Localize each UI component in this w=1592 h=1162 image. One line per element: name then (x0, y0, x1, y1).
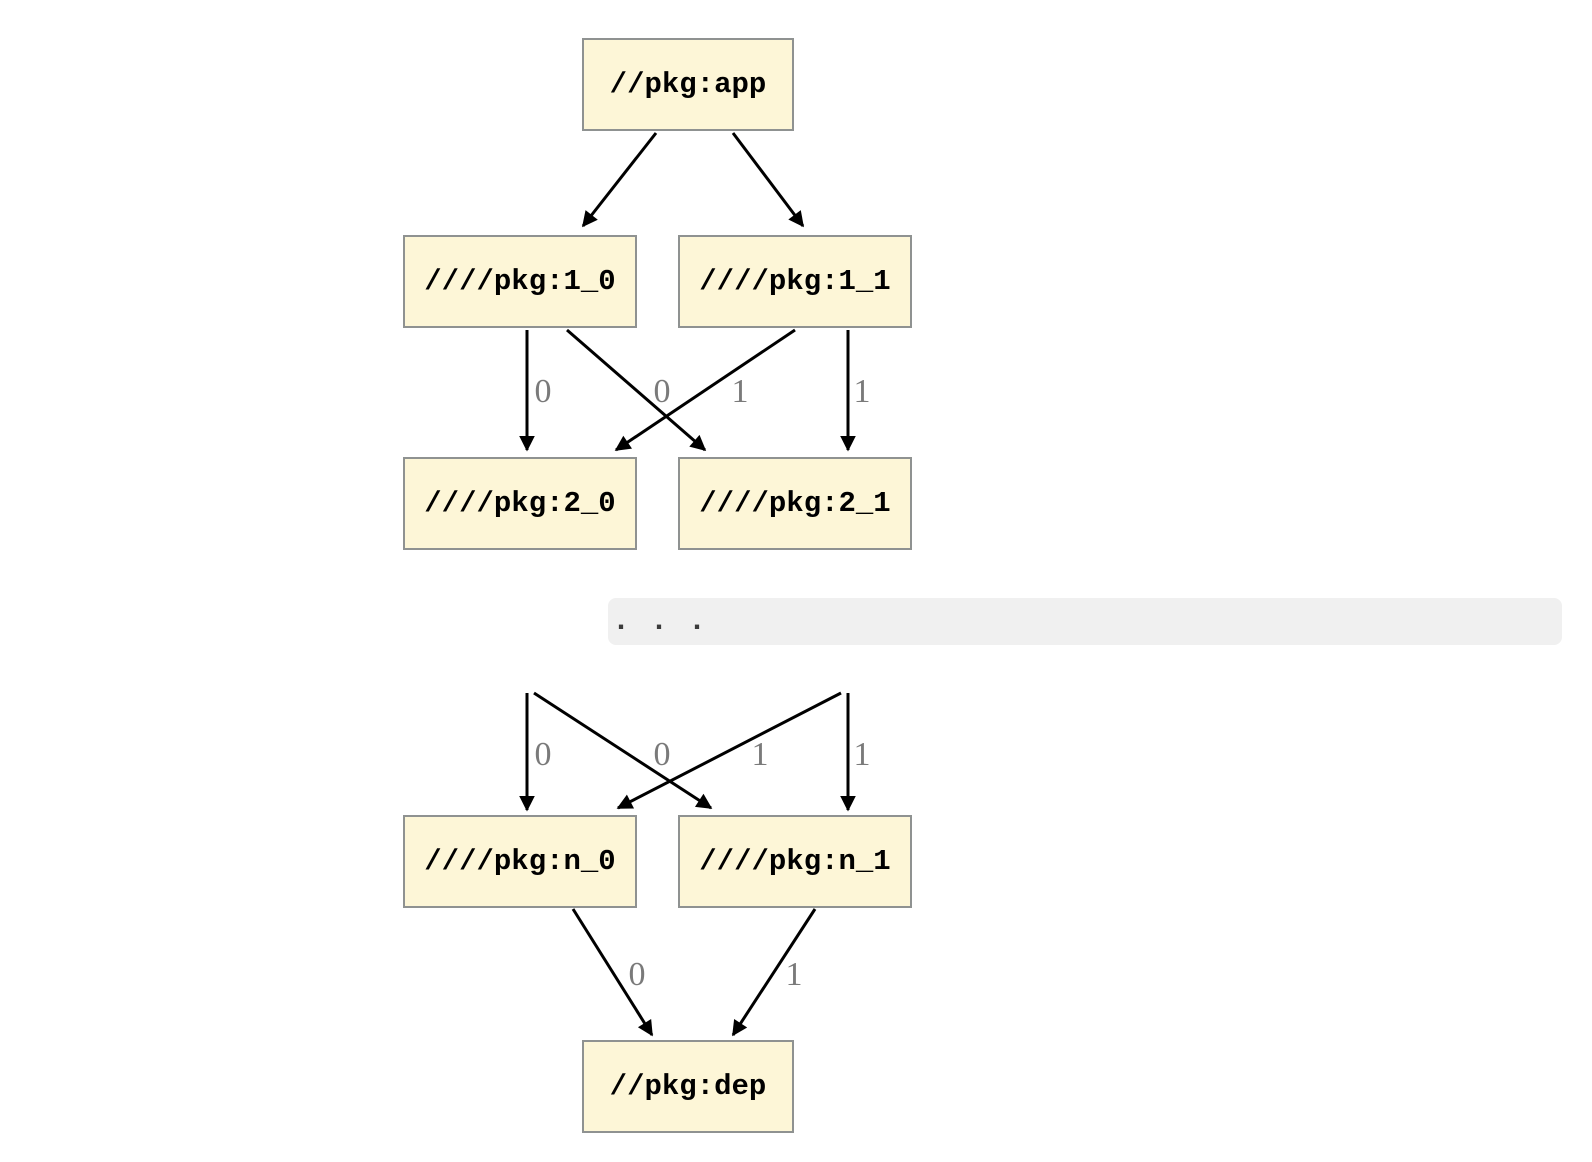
edge-n_0-to-dep (571, 908, 654, 1037)
edge-dots-to-n_1-diag (533, 691, 713, 810)
edge-label-1_1-2_0: 1 (732, 373, 749, 410)
node-pkg-app: //pkg:app (582, 38, 794, 131)
node-pkg-dep: //pkg:dep (582, 1040, 794, 1133)
edge-app-to-1_1 (731, 132, 805, 228)
edge-label-1_0-2_1: 0 (654, 373, 671, 410)
node-pkg-n_0: ////pkg:n_0 (403, 815, 637, 908)
node-pkg-1_1: ////pkg:1_1 (678, 235, 912, 328)
edge-label-n_1-dep: 1 (786, 956, 803, 993)
ellipsis-bar (608, 598, 1562, 645)
edge-label-dots-n_1-diag: 0 (654, 736, 671, 773)
edge-label-dots-n_1-vert: 1 (854, 736, 871, 773)
node-pkg-2_1: ////pkg:2_1 (678, 457, 912, 550)
ellipsis-dots: . . . (612, 604, 708, 639)
edge-label-dots-n_0-diag: 1 (752, 736, 769, 773)
edge-label-1_1-2_1: 1 (854, 373, 871, 410)
edge-label-dots-n_0-vert: 0 (535, 736, 552, 773)
edge-dots-to-n_0-diag (616, 691, 842, 810)
edge-1_1-to-2_0 (614, 328, 796, 452)
edge-n_1-to-dep (731, 908, 817, 1037)
node-pkg-n_1: ////pkg:n_1 (678, 815, 912, 908)
edge-label-1_0-2_0: 0 (535, 373, 552, 410)
edge-label-n_0-dep: 0 (629, 956, 646, 993)
edge-app-to-1_0 (581, 132, 658, 228)
node-pkg-2_0: ////pkg:2_0 (403, 457, 637, 550)
edge-1_0-to-2_1 (566, 328, 707, 452)
node-pkg-1_0: ////pkg:1_0 (403, 235, 637, 328)
